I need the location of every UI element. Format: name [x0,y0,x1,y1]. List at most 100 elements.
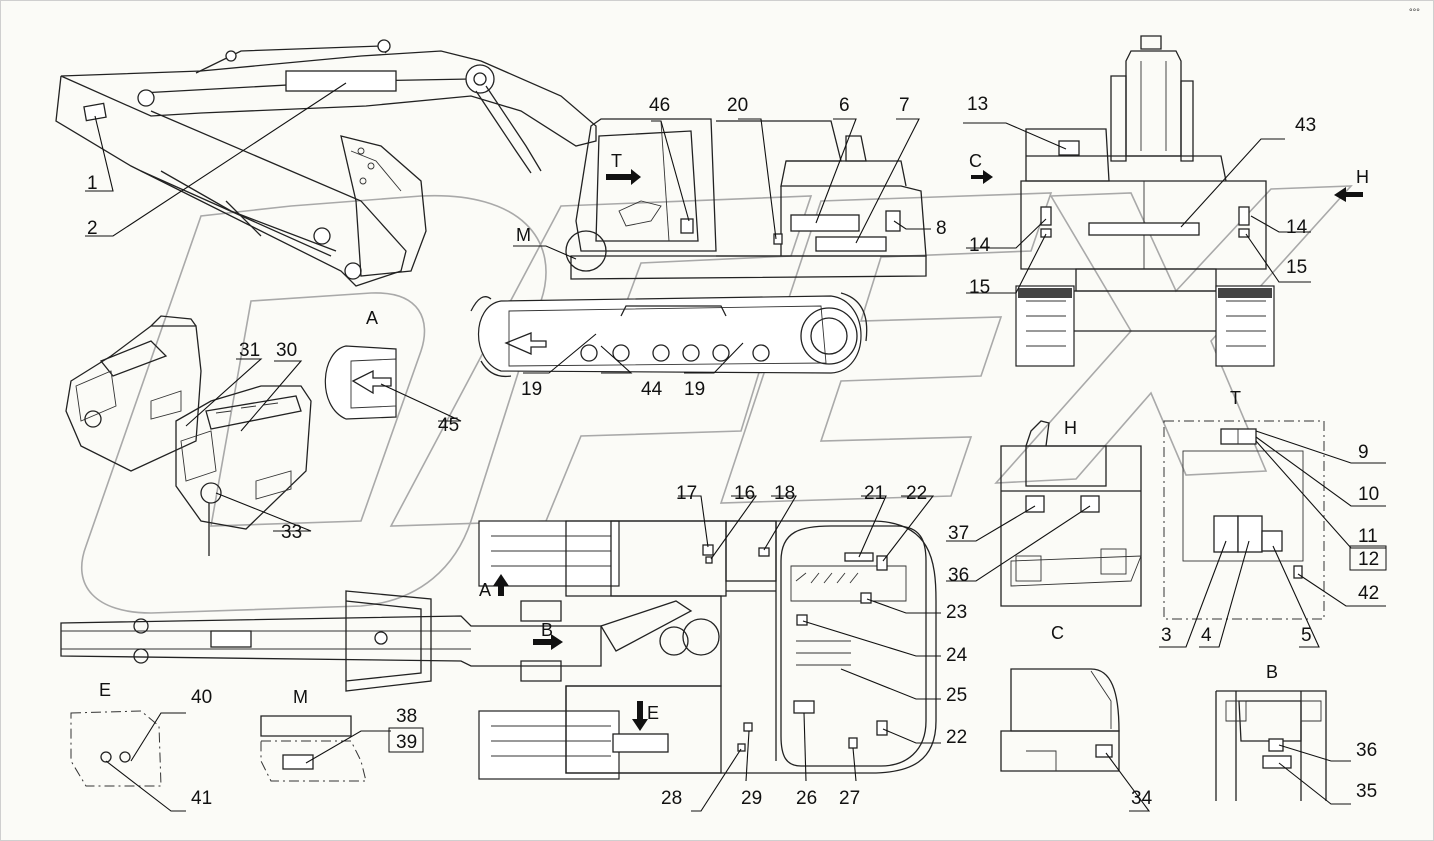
view-arrow-A [493,574,509,596]
view-letter-H-detail: H [1064,418,1077,438]
callout-17: 17 [676,483,697,504]
detail-C [1000,668,1120,772]
boom-label-2 [285,70,397,92]
callout-39: 39 [396,732,417,753]
detail-T-label-5 [1261,530,1283,552]
callout-40: 40 [191,687,212,708]
top-view-excavator [60,520,937,780]
callout-34: 34 [1131,788,1153,809]
side-view-excavator [55,39,927,378]
callout-33: 33 [281,522,302,543]
callout-23: 23 [946,602,967,623]
rear-label-43 [1088,222,1200,236]
callout-31: 31 [239,340,260,361]
callout-1: 1 [87,173,98,194]
callout-19-left: 19 [521,379,542,400]
callout-36-H: 36 [948,565,969,586]
detail-T-label-42 [1293,565,1303,579]
callout-12-box [1349,545,1387,571]
callout-21: 21 [864,483,885,504]
callout-42: 42 [1358,583,1379,604]
detail-T-label-4 [1237,515,1263,553]
detail-M-label-38-39 [282,754,314,770]
callout-14-right: 14 [1286,217,1308,238]
detail-E [70,710,162,787]
view-arrow-E [632,701,648,731]
detail-T-label-3 [1213,515,1239,553]
cab-perspective-views [65,315,312,556]
callout-28: 28 [661,788,682,809]
callout-6: 6 [839,95,850,116]
callout-3: 3 [1161,625,1172,646]
detail-C-label-34 [1095,744,1113,758]
callout-19-right: 19 [684,379,705,400]
callout-41: 41 [191,788,212,809]
view-letter-B-detail: B [1266,662,1278,682]
top-label-22a [876,555,888,571]
callout-44: 44 [641,379,663,400]
callout-38: 38 [396,706,417,727]
callout-16: 16 [734,483,755,504]
detail-B-label-36 [1268,738,1284,752]
view-letters: A A B B C C E E H H M M T T °°° [99,7,1420,723]
view-letter-C-main: C [969,151,982,171]
callout-14-left: 14 [969,235,991,256]
view-letter-H-main: H [1356,167,1369,187]
rear-label-14-right [1238,206,1250,226]
top-label-24 [796,614,808,626]
detail-H-label-36 [1080,495,1100,513]
rear-label-15-right [1238,228,1250,238]
callout-15-right: 15 [1286,257,1307,278]
top-label-29 [743,722,753,732]
callout-13: 13 [967,94,988,115]
callout-43: 43 [1295,115,1316,136]
side-panel-label-6 [790,214,860,232]
callout-22-top: 22 [906,483,927,504]
detail-H-label-37 [1025,495,1045,513]
view-letter-T-detail: T [1230,388,1241,408]
top-label-26 [793,700,815,714]
callout-29: 29 [741,788,762,809]
view-arrow-T [606,169,641,185]
callout-35: 35 [1356,781,1377,802]
callout-15-left: 15 [969,277,990,298]
view-arrow-C [971,170,993,184]
view-letter-E-detail: E [99,680,111,700]
callout-46: 46 [649,95,670,116]
callout-20: 20 [727,95,748,116]
view-letter-T-main: T [611,151,622,171]
callout-36-B: 36 [1356,740,1377,761]
top-label-18 [758,547,770,557]
callout-18: 18 [774,483,795,504]
rear-label-15-left [1040,228,1052,238]
detail-M [260,715,367,782]
callout-26: 26 [796,788,817,809]
view-letter-C-detail: C [1051,623,1064,643]
side-panel-label-8 [885,210,901,232]
leader-lines [85,82,1386,812]
side-panel-label-20 [773,233,783,245]
view-letter-M-main: M [516,225,531,245]
cab-label-46 [680,218,694,234]
callout-22-bottom: 22 [946,727,967,748]
callout-45: 45 [438,415,459,436]
detail-H [1000,420,1142,607]
callout-8: 8 [936,218,947,239]
view-A-track-detail [324,345,397,420]
detail-B [1215,690,1327,801]
callout-39-box [388,727,424,753]
top-label-22b [876,720,888,736]
view-letter-A-top: A [479,580,491,600]
callout-7: 7 [899,95,910,116]
top-label-28 [737,743,746,752]
rear-view-excavator [971,35,1363,367]
view-arrow-B [533,634,563,650]
callout-12: 12 [1358,549,1379,570]
view-letter-M-detail: M [293,687,308,707]
view-letter-E-main: E [647,703,659,723]
callout-4: 4 [1201,625,1212,646]
rear-label-13 [1058,140,1080,156]
rear-label-14-left [1040,206,1052,226]
